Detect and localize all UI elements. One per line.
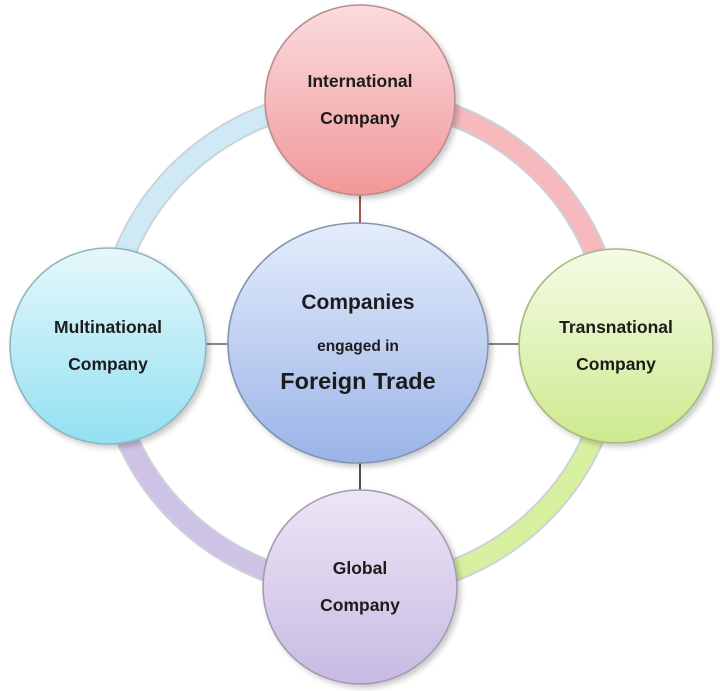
node-transnational-circle bbox=[518, 248, 714, 444]
node-global-circle bbox=[262, 489, 458, 685]
node-circle-group bbox=[9, 4, 714, 685]
node-multinational-circle bbox=[9, 247, 207, 445]
node-international-circle bbox=[264, 4, 456, 196]
node-center-circle bbox=[227, 222, 489, 464]
